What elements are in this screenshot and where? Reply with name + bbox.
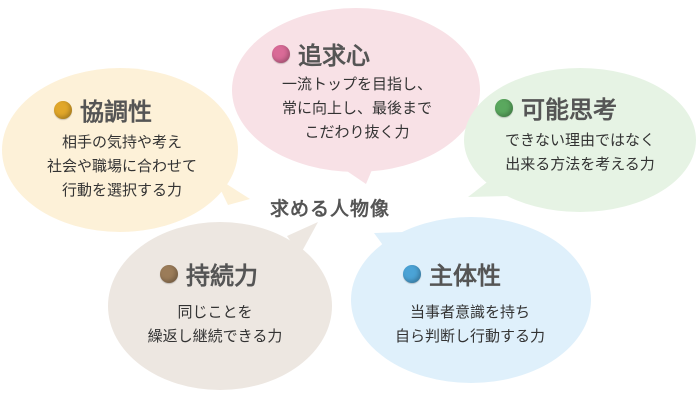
bubble-kanou-title-text: 可能思考 — [521, 96, 617, 124]
bubble-jizoku-title: 持続力 — [160, 256, 258, 291]
bubble-tsuikyu-body — [232, 8, 480, 172]
bubble-shutai-tail — [374, 232, 404, 256]
bubble-tsuikyu-title: 追求心 — [272, 36, 370, 71]
bubble-jizoku — [108, 222, 332, 390]
green-dot-icon — [495, 98, 513, 117]
bubble-shutai-line-2: 自ら判断し行動する力 — [394, 327, 545, 345]
bubble-tsuikyu — [232, 8, 480, 184]
bubble-jizoku-body — [108, 222, 332, 390]
bubble-shutai-line-1: 当事者意識を持ち — [409, 303, 530, 321]
bubble-kyocho-title-text: 協調性 — [80, 98, 152, 126]
bubble-kyocho-title: 協調性 — [54, 92, 152, 127]
bubble-tsuikyu-line-1: 一流トップを目指し、 — [281, 75, 432, 93]
bubble-jizoku-line-1: 同じことを — [177, 303, 253, 321]
bubble-shutai-description: 当事者意識を持ち 自ら判断し行動する力 — [365, 300, 575, 348]
bubble-kanou-tail — [468, 176, 508, 197]
brown-dot-icon — [160, 264, 178, 283]
orange-dot-icon — [54, 100, 72, 119]
bubble-kyocho-line-2: 社会や職場に合わせて — [46, 157, 197, 175]
bubble-jizoku-title-text: 持続力 — [186, 262, 258, 290]
bubble-kanou-title: 可能思考 — [495, 90, 617, 125]
bubble-kyocho-line-1: 相手の気持や考え — [61, 133, 182, 151]
bubble-tsuikyu-description: 一流トップを目指し、 常に向上し、最後まで こだわり抜く力 — [257, 72, 457, 144]
bubble-shutai-title: 主体性 — [403, 256, 501, 291]
bubble-kanou — [464, 68, 696, 212]
bubble-tsuikyu-title-text: 追求心 — [298, 42, 370, 70]
pink-dot-icon — [272, 44, 290, 63]
blue-dot-icon — [403, 264, 421, 283]
bubble-kanou-description: できない理由ではなく 出来る方法を考える力 — [475, 128, 685, 176]
bubble-shutai — [351, 217, 591, 383]
bubble-kanou-line-2: 出来る方法を考える力 — [505, 155, 655, 173]
bubble-kanou-line-1: できない理由ではなく — [504, 131, 655, 149]
bubble-kyocho-description: 相手の気持や考え 社会や職場に合わせて 行動を選択する力 — [17, 130, 227, 202]
bubble-tsuikyu-line-3: こだわり抜く力 — [304, 123, 410, 141]
bubble-jizoku-tail — [287, 222, 318, 255]
bubble-jizoku-line-2: 繰返し継続できる力 — [147, 327, 283, 345]
bubble-kyocho-line-3: 行動を選択する力 — [61, 181, 182, 199]
bubble-kanou-body — [464, 68, 696, 212]
bubble-jizoku-description: 同じことを 繰返し継続できる力 — [130, 300, 300, 348]
bubble-kyocho-tail — [214, 176, 250, 205]
bubble-tsuikyu-line-2: 常に向上し、最後まで — [281, 99, 432, 117]
bubble-tsuikyu-tail — [338, 165, 374, 184]
center-label: 求める人物像 — [269, 198, 390, 220]
bubble-shutai-body — [351, 217, 591, 383]
bubble-shutai-title-text: 主体性 — [429, 262, 501, 290]
